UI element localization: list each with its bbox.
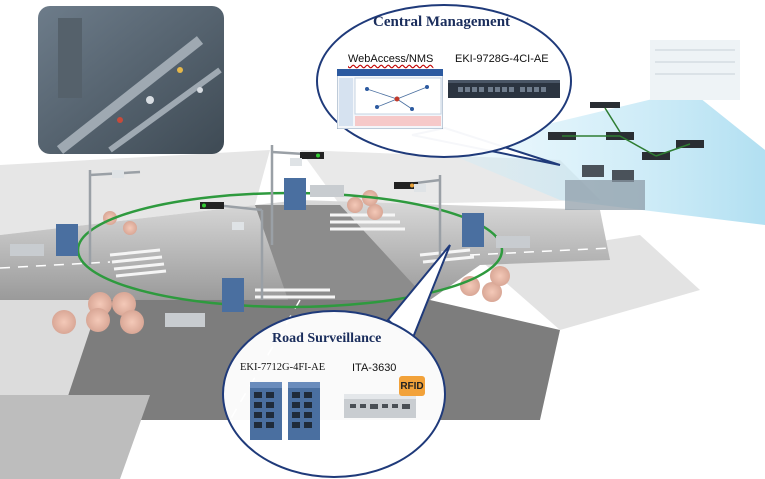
network-panel <box>440 40 765 225</box>
eki-7712g-switch-image <box>250 382 320 440</box>
aerial-traffic-photo <box>38 6 224 154</box>
traffic-lights <box>112 152 426 230</box>
road-surveillance-title: Road Surveillance <box>272 331 382 346</box>
eki-7712g-label: EKI-7712G-4FI-AE <box>240 362 326 373</box>
webaccess-nms-screenshot <box>337 69 443 129</box>
webaccess-nms-label: WebAccess/NMS <box>348 53 434 65</box>
eki-9728g-label: EKI-9728G-4CI-AE <box>455 53 549 65</box>
ita-3630-computer-image <box>344 394 416 418</box>
eki-9728g-switch-image <box>448 80 560 98</box>
ita-3630-label: ITA-3630 <box>352 362 397 374</box>
roadside-devices <box>10 178 530 327</box>
sensor-pads <box>52 190 510 334</box>
central-management-title: Central Management <box>373 14 511 30</box>
rfid-badge: RFID <box>399 376 425 396</box>
